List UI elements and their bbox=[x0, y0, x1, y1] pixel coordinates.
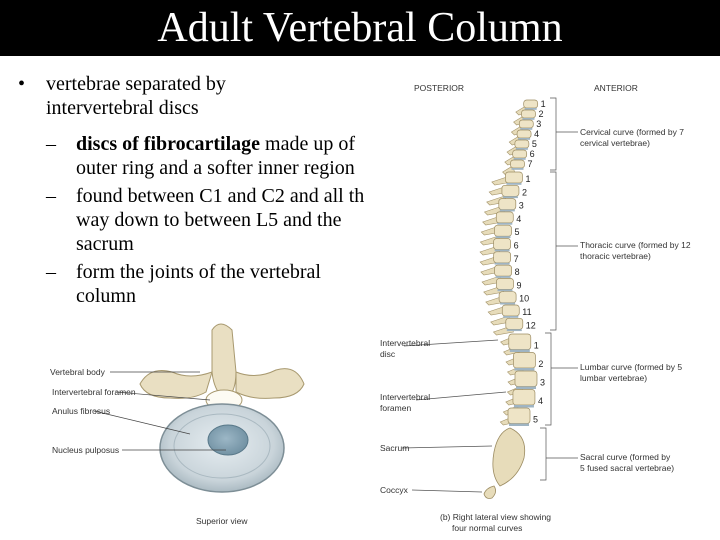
intervertebral-disc bbox=[496, 276, 511, 278]
vertebra-number-cervical: 1 bbox=[541, 99, 546, 109]
vertebra-number-cervical: 6 bbox=[530, 149, 535, 159]
vertebra-number-lumbar: 2 bbox=[538, 359, 543, 369]
label-sacral-2: 5 fused sacral vertebrae) bbox=[580, 463, 674, 473]
vertebra-thoracic bbox=[505, 172, 522, 183]
intervertebral-disc bbox=[497, 223, 512, 225]
vertebra-cervical bbox=[513, 150, 527, 158]
vertebra-lumbar bbox=[509, 334, 531, 350]
vertebra-cervical bbox=[519, 120, 533, 128]
caption-line-1: (b) Right lateral view showing bbox=[440, 512, 551, 522]
vertebra-number-thoracic: 2 bbox=[522, 187, 527, 197]
label-disc-2: disc bbox=[380, 349, 396, 359]
intervertebral-disc bbox=[511, 168, 523, 170]
vertebra-lumbar bbox=[515, 371, 537, 387]
vertebra-number-cervical: 5 bbox=[532, 139, 537, 149]
coccyx bbox=[484, 486, 496, 499]
intervertebral-disc bbox=[514, 158, 526, 160]
intervertebral-disc bbox=[495, 263, 510, 265]
vertebra-thoracic bbox=[502, 185, 519, 196]
label-sacrum: Sacrum bbox=[380, 443, 409, 453]
intervertebral-disc bbox=[495, 250, 510, 252]
intervertebral-disc bbox=[495, 236, 510, 238]
vertebra-cervical bbox=[517, 130, 531, 138]
label-lumbar-1: Lumbar curve (formed by 5 bbox=[580, 362, 682, 372]
label-sacral-1: Sacral curve (formed by bbox=[580, 452, 671, 462]
caption-line-2: four normal curves bbox=[452, 523, 522, 533]
vertebra-number-thoracic: 8 bbox=[515, 267, 520, 277]
label-cervical-1: Cervical curve (formed by 7 bbox=[580, 127, 684, 137]
vertebra-number-thoracic: 7 bbox=[514, 254, 519, 264]
vertebra-lumbar bbox=[513, 353, 535, 369]
intervertebral-disc bbox=[525, 108, 537, 110]
intervertebral-disc bbox=[497, 289, 512, 291]
vertebra-cervical bbox=[510, 160, 524, 168]
intervertebral-disc bbox=[506, 183, 521, 185]
left-leaders bbox=[402, 340, 506, 492]
intervertebral-disc bbox=[500, 210, 515, 212]
intervertebral-disc bbox=[514, 405, 534, 408]
label-lumbar-2: lumbar vertebrae) bbox=[580, 373, 647, 383]
label-posterior: POSTERIOR bbox=[414, 83, 464, 93]
vertebra-number-thoracic: 5 bbox=[514, 227, 519, 237]
vertebra-cervical bbox=[521, 110, 535, 118]
label-foramen-1: Intervertebral bbox=[380, 392, 430, 402]
intervertebral-disc bbox=[500, 303, 515, 305]
right-brackets bbox=[540, 98, 578, 480]
vertebra-number-lumbar: 1 bbox=[534, 341, 539, 351]
intervertebral-disc bbox=[520, 128, 532, 130]
intervertebral-disc bbox=[516, 387, 536, 390]
vertebra-lumbar bbox=[513, 390, 535, 406]
intervertebral-disc bbox=[516, 148, 528, 150]
vertebra-number-thoracic: 4 bbox=[516, 214, 521, 224]
vertebra-thoracic bbox=[499, 199, 516, 210]
intervertebral-disc bbox=[503, 196, 518, 198]
vertebra-cervical bbox=[524, 100, 538, 108]
vertebra-number-cervical: 3 bbox=[536, 119, 541, 129]
vertebra-number-thoracic: 1 bbox=[525, 174, 530, 184]
vertebra-lumbar bbox=[508, 408, 530, 424]
label-coccyx: Coccyx bbox=[380, 485, 409, 495]
vertebra-number-cervical: 7 bbox=[527, 159, 532, 169]
vertebra-thoracic bbox=[494, 225, 511, 236]
vertebra-thoracic bbox=[499, 292, 516, 303]
label-cervical-2: cervical vertebrae) bbox=[580, 138, 650, 148]
label-foramen-2: foramen bbox=[380, 403, 411, 413]
vertebra-number-thoracic: 12 bbox=[526, 320, 536, 330]
intervertebral-disc bbox=[514, 368, 534, 371]
vertebra-thoracic bbox=[495, 265, 512, 276]
vertebra-thoracic bbox=[494, 252, 511, 263]
vertebra-number-thoracic: 6 bbox=[514, 241, 519, 251]
intervertebral-disc bbox=[507, 329, 522, 331]
vertebra-number-thoracic: 10 bbox=[519, 294, 529, 304]
vertebra-number-cervical: 2 bbox=[538, 109, 543, 119]
intervertebral-disc bbox=[510, 350, 530, 353]
label-disc-1: Intervertebral bbox=[380, 338, 430, 348]
vertebra-number-lumbar: 4 bbox=[538, 396, 543, 406]
vertebra-number-cervical: 4 bbox=[534, 129, 539, 139]
intervertebral-disc bbox=[503, 316, 518, 318]
vertebra-thoracic bbox=[496, 212, 513, 223]
label-thoracic-2: thoracic vertebrae) bbox=[580, 251, 651, 261]
label-thoracic-1: Thoracic curve (formed by 12 bbox=[580, 240, 691, 250]
vertebra-number-thoracic: 11 bbox=[522, 307, 531, 317]
vertebra-thoracic bbox=[502, 305, 519, 316]
vertebra-number-lumbar: 3 bbox=[540, 378, 545, 388]
intervertebral-disc bbox=[509, 424, 529, 427]
intervertebral-disc bbox=[518, 138, 530, 140]
vertebra-number-thoracic: 9 bbox=[516, 280, 521, 290]
sacrum bbox=[493, 428, 525, 486]
vertebra-number-thoracic: 3 bbox=[519, 201, 524, 211]
vertebra-thoracic bbox=[496, 278, 513, 289]
vertebra-cervical bbox=[515, 140, 529, 148]
label-anterior: ANTERIOR bbox=[594, 83, 638, 93]
vertebra-thoracic bbox=[494, 239, 511, 250]
vertebra-thoracic bbox=[506, 318, 523, 329]
intervertebral-disc bbox=[522, 118, 534, 120]
vertebra-number-lumbar: 5 bbox=[533, 415, 538, 425]
